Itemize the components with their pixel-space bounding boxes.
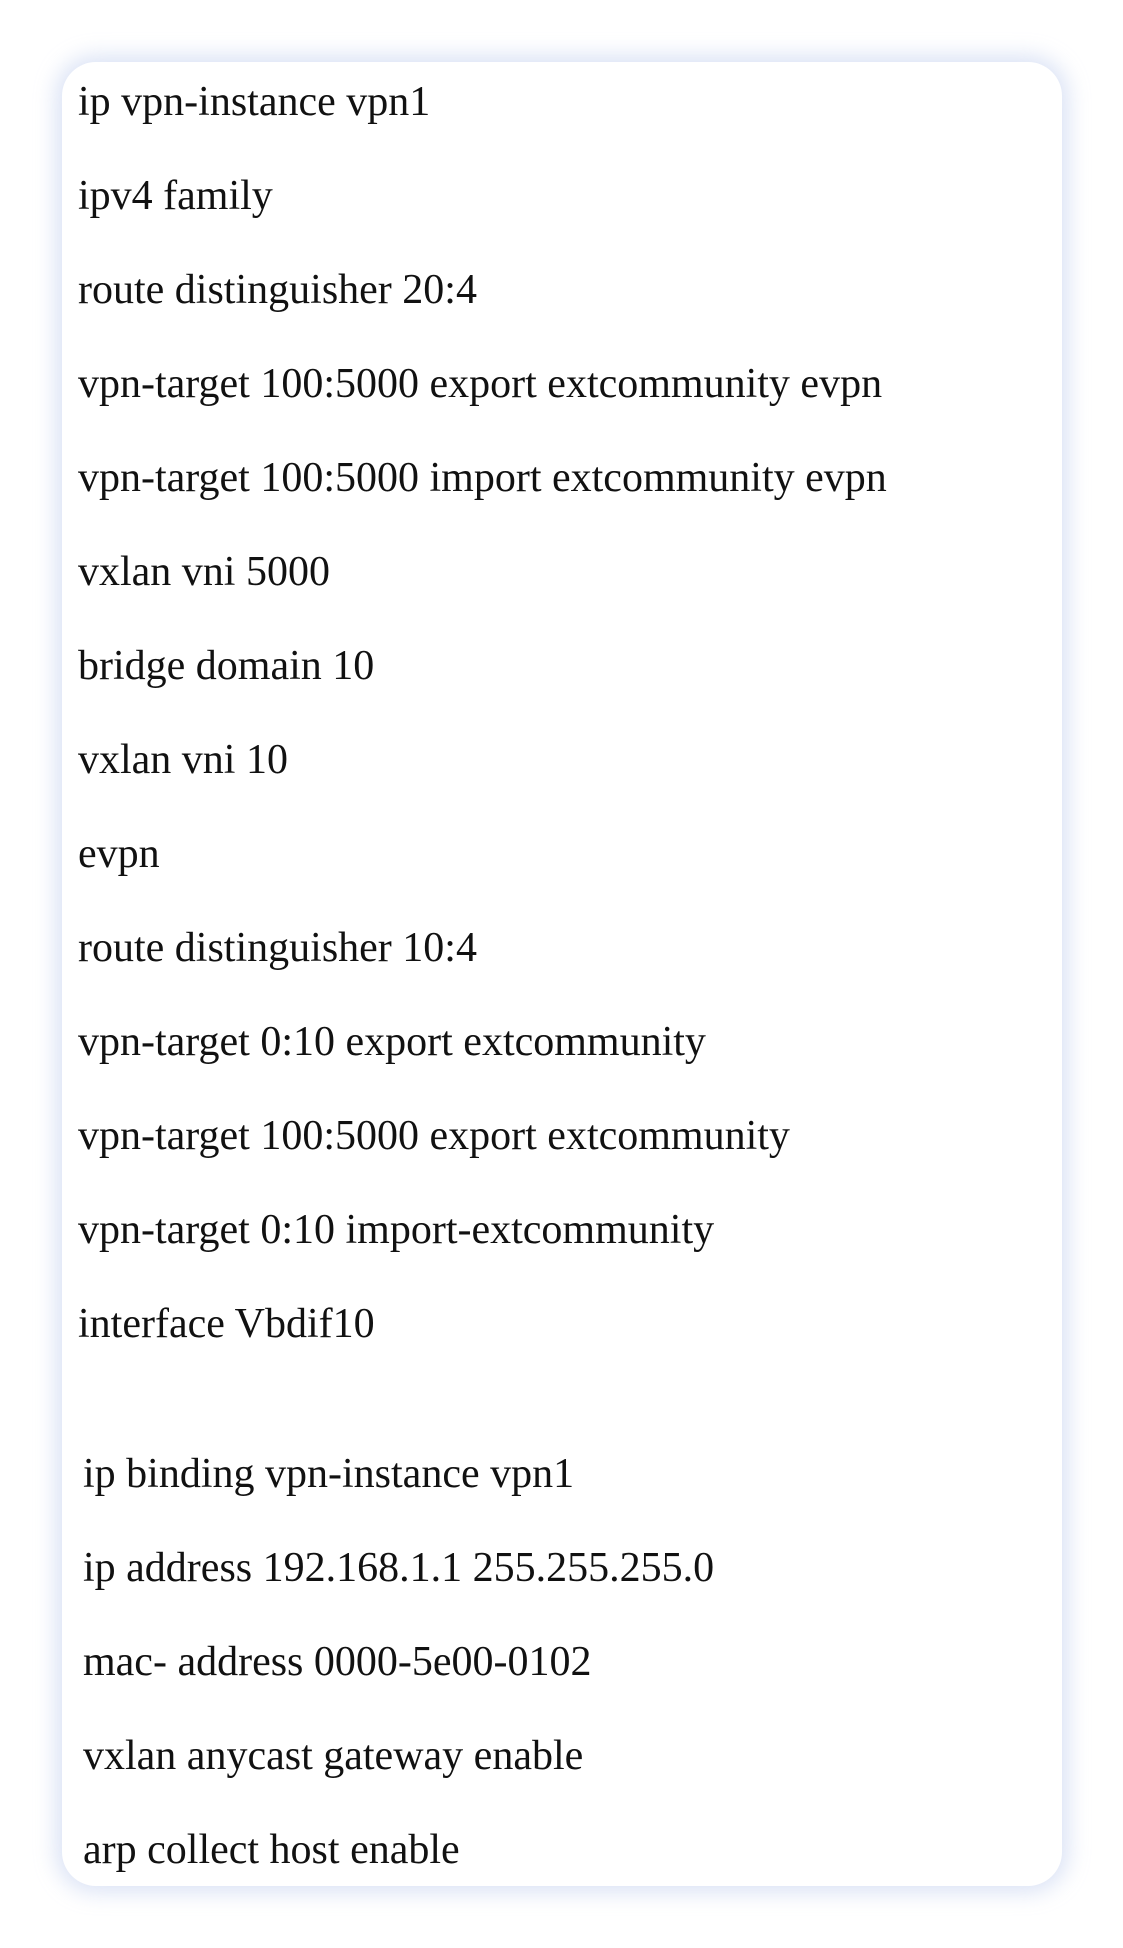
config-line: vxlan vni 10 [78, 737, 288, 783]
interface-config-line: ip address 192.168.1.1 255.255.255.0 [83, 1545, 715, 1591]
config-line: ip vpn-instance vpn1 [78, 79, 431, 125]
config-line: vxlan vni 5000 [78, 549, 330, 595]
config-line: bridge domain 10 [78, 643, 375, 689]
interface-config-line: mac- address 0000-5e00-0102 [83, 1639, 592, 1685]
interface-config-line: arp collect host enable [83, 1827, 460, 1873]
config-line: vpn-target 100:5000 import extcommunity … [78, 455, 887, 501]
config-line: route distinguisher 20:4 [78, 267, 477, 313]
config-line: vpn-target 100:5000 export extcommunity [78, 1113, 790, 1159]
interface-config-line: vxlan anycast gateway enable [83, 1733, 584, 1779]
config-line: vpn-target 0:10 import-extcommunity [78, 1207, 715, 1253]
config-line: ipv4 family [78, 173, 273, 219]
config-line: evpn [78, 831, 160, 877]
interface-config-line: ip binding vpn-instance vpn1 [83, 1451, 575, 1497]
config-card [62, 62, 1062, 1886]
config-line: vpn-target 0:10 export extcommunity [78, 1019, 706, 1065]
config-line: interface Vbdif10 [78, 1301, 375, 1347]
config-line: vpn-target 100:5000 export extcommunity … [78, 361, 883, 407]
config-line: route distinguisher 10:4 [78, 925, 477, 971]
